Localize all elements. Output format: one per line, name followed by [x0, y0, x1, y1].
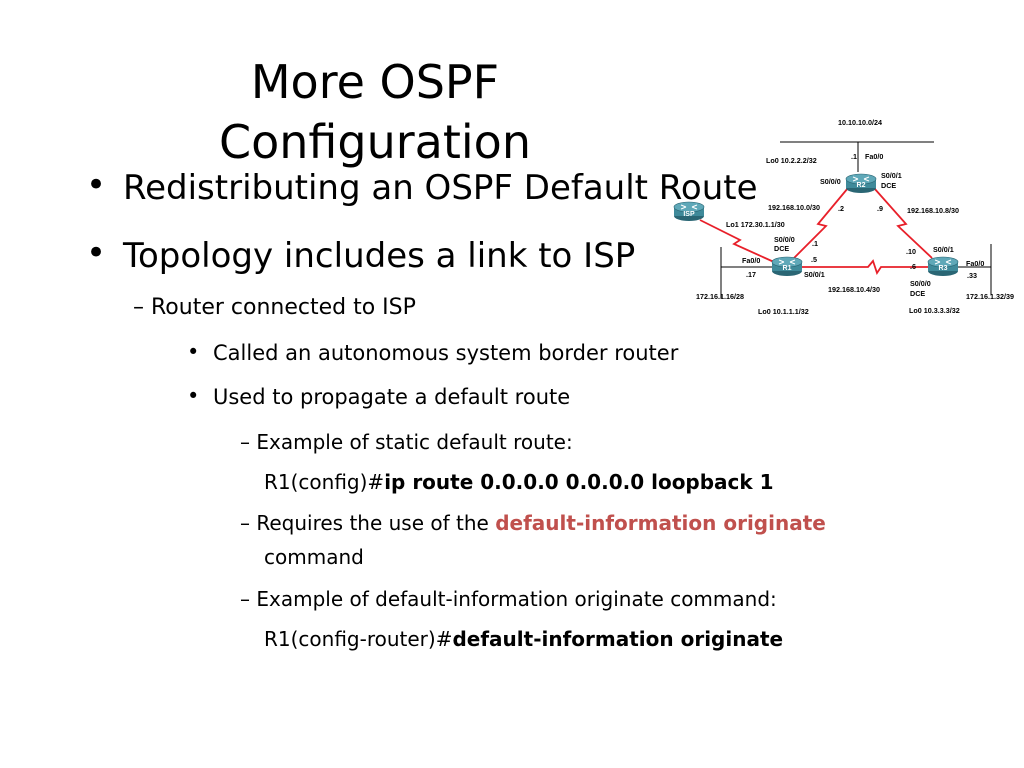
subbullet-text: Example of static default route:: [256, 430, 573, 454]
router-r1-label: R1: [783, 265, 792, 272]
label-net-r1r2: 192.168.10.0/30: [768, 203, 820, 212]
code-prompt: R1(config)#: [264, 470, 385, 494]
highlight-command: default-information originate: [495, 511, 826, 535]
router-isp-icon: ISP: [673, 201, 705, 221]
bullet-glyph: •: [86, 233, 107, 273]
router-isp-label: ISP: [683, 211, 695, 218]
label-r1-dce: DCE: [774, 244, 789, 253]
serial-link-r1-r2: [793, 187, 849, 259]
serial-link-isp-r1: [699, 219, 775, 263]
label-r2-right-host: .9: [877, 204, 883, 213]
label-r3-lo0: Lo0 10.3.3.3/32: [909, 306, 960, 315]
router-r2-icon: R2: [845, 173, 877, 193]
bullet-propagate: Used to propagate a default route: [213, 385, 571, 409]
label-r3-lower-host: .6: [910, 262, 916, 271]
label-r1-lan-host: .17: [746, 270, 756, 279]
slide-title: More OSPF Configuration: [140, 52, 610, 172]
bullet-asbr: Called an autonomous system border route…: [213, 341, 679, 365]
title-line-1: More OSPF: [250, 55, 500, 109]
subbullet-static-example: – Example of static default route:: [240, 430, 573, 454]
code-command: default-information originate: [452, 627, 784, 651]
label-r1-lo0: Lo0 10.1.1.1/32: [758, 307, 809, 316]
subbullet-requires-cont: command: [264, 545, 364, 569]
subbullet-requires: – Requires the use of the default-inform…: [240, 511, 826, 535]
label-net-r2r3: 192.168.10.8/30: [907, 206, 959, 215]
serial-link-r1-r3: [802, 259, 928, 276]
bullet-glyph: •: [187, 384, 200, 408]
label-r3-s001: S0/0/1: [933, 245, 954, 254]
code-prompt: R1(config-router)#: [264, 627, 453, 651]
label-r2-left-host: .2: [838, 204, 844, 213]
label-r2-s001: S0/0/1: [881, 171, 902, 180]
label-r2-s000: S0/0/0: [820, 177, 841, 186]
bullet-glyph: •: [86, 165, 107, 205]
router-r1-icon: R1: [771, 256, 803, 276]
code-static-route: R1(config)#ip route 0.0.0.0 0.0.0.0 loop…: [264, 470, 774, 494]
title-line-2: Configuration: [219, 115, 531, 169]
code-dio: R1(config-router)#default-information or…: [264, 627, 783, 651]
label-r2-fa-host: .1: [851, 152, 857, 161]
label-r1-fa: Fa0/0: [742, 256, 760, 265]
bullet-glyph: •: [187, 340, 200, 364]
dash-glyph: –: [240, 430, 250, 454]
label-r2-dce: DCE: [881, 181, 896, 190]
label-net-top: 10.10.10.0/24: [838, 118, 882, 127]
label-r3-upper-host: .10: [906, 247, 916, 256]
bullet-redistributing: Redistributing an OSPF Default Route: [123, 168, 758, 208]
subbullet-router-connected: – Router connected to ISP: [133, 295, 416, 320]
bullet-topology: Topology includes a link to ISP: [123, 236, 636, 276]
label-r3-fa: Fa0/0: [966, 259, 984, 268]
label-r2-lo: Lo0 10.2.2.2/32: [766, 156, 817, 165]
label-net-r1-lan: 172.16.1.16/28: [696, 292, 744, 301]
label-r1-right-host: .5: [811, 255, 817, 264]
label-r3-s000: S0/0/0: [910, 279, 931, 288]
ospf-topology-diagram: R2 R1 R3 ISP 10.10.10.0/24 .1 Fa0/0 Lo0 …: [673, 118, 1014, 316]
label-r1-lo1: Lo1 172.30.1.1/30: [726, 220, 785, 229]
label-r1-s000: S0/0/0: [774, 235, 795, 244]
label-r3-dce: DCE: [910, 289, 925, 298]
label-r1-upper-host: .1: [812, 239, 818, 248]
router-r3-icon: R3: [927, 256, 959, 276]
label-net-r1r3: 192.168.10.4/30: [828, 285, 880, 294]
code-command: ip route 0.0.0.0 0.0.0.0 loopback 1: [384, 470, 774, 494]
subbullet-dio-example: – Example of default-information origina…: [240, 587, 777, 611]
label-r3-lan-host: .33: [967, 271, 977, 280]
subbullet-text: Router connected to ISP: [151, 295, 416, 320]
dash-glyph: –: [133, 295, 144, 320]
router-r3-label: R3: [939, 265, 948, 272]
label-r1-s001: S0/0/1: [804, 270, 825, 279]
router-r2-label: R2: [857, 182, 866, 189]
serial-link-r2-r3: [873, 187, 933, 259]
subbullet-text: Requires the use of the: [256, 511, 496, 535]
dash-glyph: –: [240, 587, 250, 611]
label-r2-fa: Fa0/0: [865, 152, 883, 161]
dash-glyph: –: [240, 511, 250, 535]
subbullet-text: Example of default-information originate…: [256, 587, 777, 611]
label-net-r3-lan: 172.16.1.32/39: [966, 292, 1014, 301]
